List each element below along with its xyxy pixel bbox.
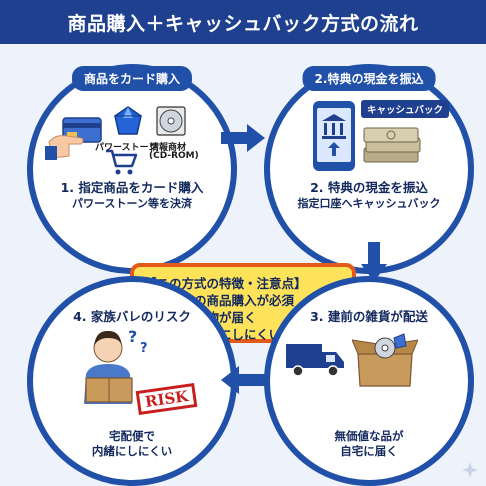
gem-icon bbox=[114, 106, 142, 135]
arrow-down-icon bbox=[361, 242, 387, 282]
step2-caption: 2. 特典の現金を振込 bbox=[310, 180, 428, 195]
step3-caption: 3. 建前の雑貨が配送 bbox=[310, 309, 428, 324]
open-box-icon bbox=[352, 333, 418, 387]
notice-title: 【この方式の特徴・注意点】 bbox=[144, 276, 307, 291]
step4-subcaption-1: 宅配便で bbox=[109, 429, 155, 443]
delivery-truck-icon bbox=[286, 344, 344, 377]
step3-subcaption-1: 無価値な品が bbox=[334, 429, 404, 443]
svg-text:?: ? bbox=[140, 341, 148, 356]
cd-rom-icon bbox=[156, 106, 186, 136]
step1-subcaption: パワーストーン等を決済 bbox=[72, 197, 192, 210]
arrow-left-icon bbox=[221, 366, 265, 394]
media-label: 情報商材 bbox=[150, 143, 187, 153]
page-title: 商品購入＋キャッシュバック方式の流れ bbox=[67, 12, 419, 35]
media-label-2: (CD-ROM) bbox=[149, 151, 199, 161]
header-bar: 商品購入＋キャッシュバック方式の流れ bbox=[0, 0, 486, 44]
worried-person-icon: ? ? bbox=[84, 327, 148, 404]
svg-text:?: ? bbox=[128, 327, 137, 346]
flow-canvas: 商品をカード購入 パワーストーン 情報商材 (CD-ROM) 1. 指定商品をカ… bbox=[0, 44, 486, 486]
step4-caption: 4. 家族バレのリスク bbox=[73, 309, 191, 324]
step1-pill: 商品をカード購入 bbox=[71, 66, 193, 91]
arrow-right-icon bbox=[221, 124, 265, 152]
sparkle-icon bbox=[462, 462, 478, 478]
cash-stack-icon bbox=[363, 127, 421, 163]
cashback-tag: キャッシュバック bbox=[361, 100, 450, 118]
hand-card-icon bbox=[45, 117, 102, 160]
step3-subcaption-2: 自宅に届く bbox=[340, 444, 398, 458]
smartphone-bank-icon bbox=[313, 101, 355, 171]
stone-label: パワーストーン bbox=[95, 143, 158, 153]
step1-caption: 1. 指定商品をカード購入 bbox=[60, 180, 204, 195]
shopping-cart-icon bbox=[106, 149, 138, 175]
step2-subcaption: 指定口座へキャッシュバック bbox=[297, 197, 441, 210]
step4-subcaption-2: 内緒にしにくい bbox=[91, 444, 173, 458]
step2-pill: 2.特典の現金を振込 bbox=[302, 66, 436, 91]
